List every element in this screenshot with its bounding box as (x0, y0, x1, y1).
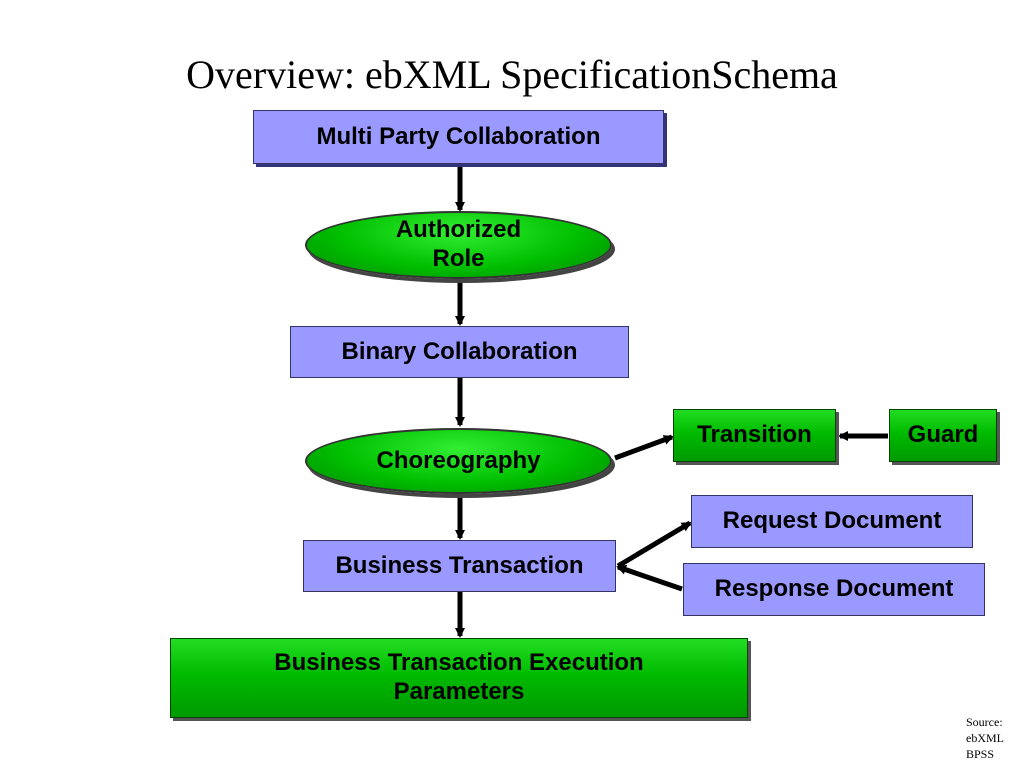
response-document-label: Response Document (714, 575, 954, 603)
business-transaction-label: Business Transaction (335, 551, 584, 579)
binary-collaboration-box: Binary Collaboration (290, 326, 629, 378)
request-document-label: Request Document (722, 507, 942, 535)
arrow-business-transaction-to-request-document (616, 520, 692, 569)
transition-label: Transition (697, 421, 812, 449)
page-title: Overview: ebXML SpecificationSchema (186, 52, 838, 97)
execution-parameters-label-line2: Parameters (393, 678, 525, 705)
authorized-role-ellipse: Authorized Role (305, 211, 612, 279)
business-transaction-execution-parameters-box: Business Transaction Execution Parameter… (170, 638, 748, 718)
business-transaction-box: Business Transaction (303, 540, 616, 592)
source-note: Source: ebXML BPSS (966, 714, 1004, 762)
source-line3: BPSS (966, 747, 995, 761)
execution-parameters-label-line1: Business Transaction Execution (274, 649, 644, 677)
request-document-box: Request Document (691, 495, 973, 548)
multi-party-collaboration-box: Multi Party Collaboration (253, 110, 664, 164)
multi-party-collaboration-label: Multi Party Collaboration (316, 122, 601, 150)
arrow-choreography-to-transition (614, 434, 674, 461)
choreography-label: Choreography (376, 446, 541, 474)
arrow-response-document-to-business-transaction (616, 564, 683, 592)
source-line1: Source: (966, 715, 1003, 729)
guard-box: Guard (889, 409, 997, 462)
source-line2: ebXML (966, 731, 1004, 745)
transition-box: Transition (673, 409, 836, 462)
response-document-box: Response Document (683, 563, 985, 616)
choreography-ellipse: Choreography (305, 428, 612, 494)
binary-collaboration-label: Binary Collaboration (341, 337, 578, 365)
guard-label: Guard (907, 421, 979, 449)
authorized-role-label-line2: Role (432, 245, 485, 272)
authorized-role-label-line1: Authorized (395, 216, 522, 244)
